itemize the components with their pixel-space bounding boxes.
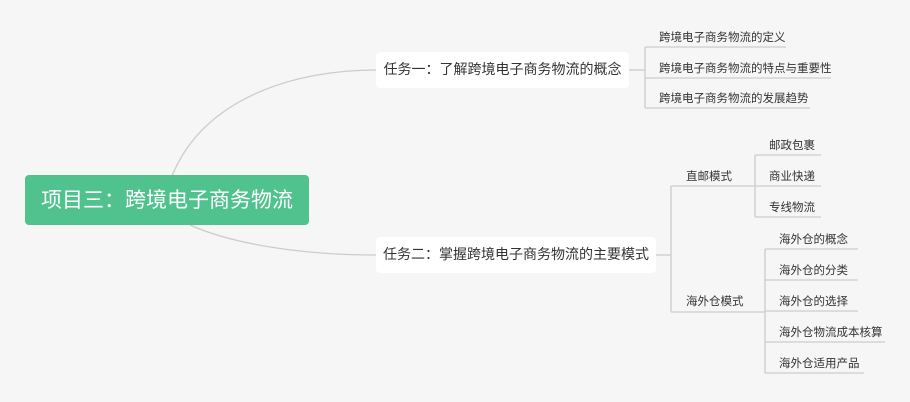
connector-root-task2 (189, 224, 377, 256)
leaf-node-trends[interactable]: 跨境电子商务物流的发展趋势 (659, 91, 809, 105)
leaf-node-warehouse-products[interactable]: 海外仓适用产品 (779, 356, 860, 370)
leaf-node-warehouse-selection[interactable]: 海外仓的选择 (779, 294, 848, 308)
leaf-node-warehouse-types[interactable]: 海外仓的分类 (779, 263, 848, 277)
leaf-node-commercial-express[interactable]: 商业快递 (769, 169, 815, 183)
leaf-node-warehouse-concept[interactable]: 海外仓的概念 (779, 232, 848, 246)
group-node-direct-mail[interactable]: 直邮模式 (686, 169, 732, 183)
group-node-overseas-warehouse[interactable]: 海外仓模式 (686, 294, 744, 308)
leaf-node-definition[interactable]: 跨境电子商务物流的定义 (659, 30, 786, 44)
branch-node-task2[interactable]: 任务二：掌握跨境电子商务物流的主要模式 (376, 237, 656, 273)
leaf-node-postal-parcel[interactable]: 邮政包裹 (769, 138, 815, 152)
leaf-node-dedicated-line[interactable]: 专线物流 (769, 200, 815, 214)
leaf-node-features[interactable]: 跨境电子商务物流的特点与重要性 (659, 61, 832, 75)
connector-root-task1 (171, 69, 377, 177)
branch-node-task1[interactable]: 任务一：了解跨境电子商务物流的概念 (376, 52, 629, 88)
root-node[interactable]: 项目三：跨境电子商务物流 (25, 175, 309, 225)
leaf-node-warehouse-cost[interactable]: 海外仓物流成本核算 (779, 325, 883, 339)
